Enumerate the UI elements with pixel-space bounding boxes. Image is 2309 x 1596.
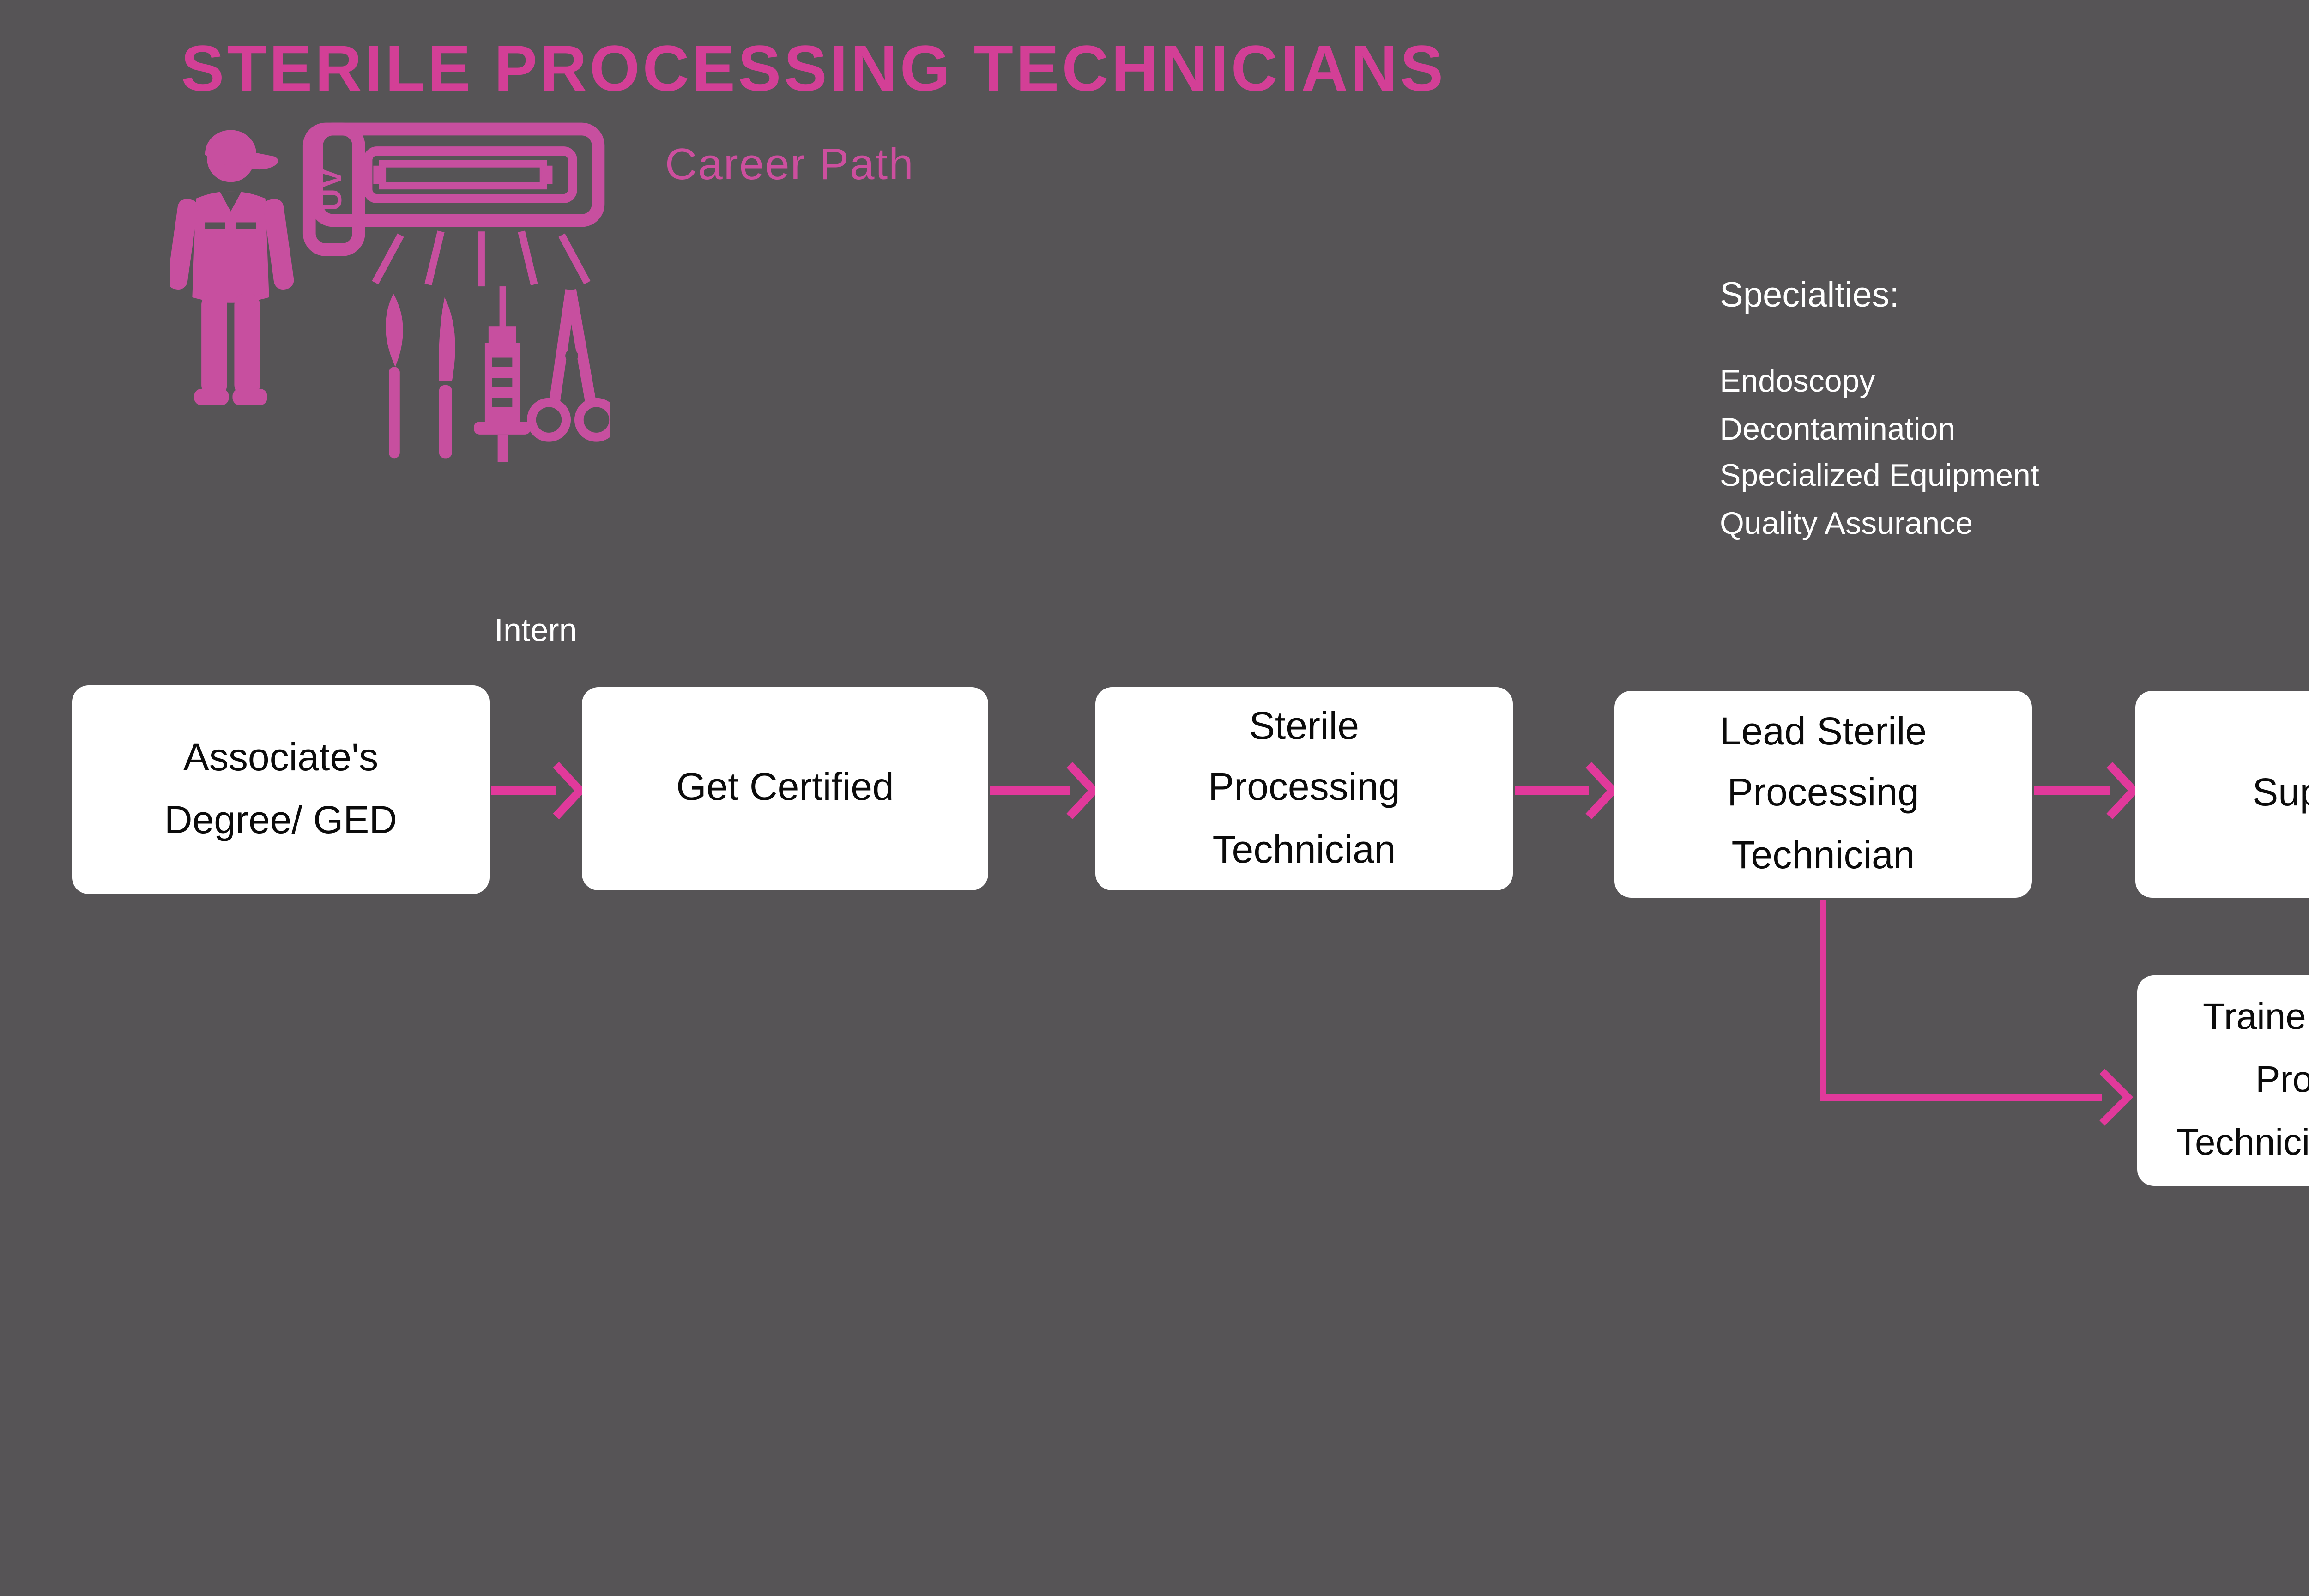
surgical-instruments-icon: [386, 286, 610, 462]
flow-step-associates-degree: Associate's Degree/ GED: [72, 685, 490, 894]
syringe-icon: [474, 286, 531, 462]
page-title: STERILE PROCESSING TECHNICIANS: [181, 33, 1446, 105]
sterile-processing-technician-icon: UV: [170, 122, 610, 462]
arrow-degree-to-certified: [491, 762, 586, 820]
person-clothing-details: [205, 191, 256, 229]
flow-step-get-certified: Get Certified: [582, 687, 988, 890]
list-item: Decontamination: [1720, 411, 1956, 446]
flow-step-supervisor: Supervisor: [2135, 691, 2309, 898]
list-item: Specialized Equipment: [1720, 458, 2039, 493]
arrow-lead-to-supervisor: [2034, 762, 2140, 820]
scalpel-icon: [386, 293, 403, 367]
flow-step-label: Trainers in Sterile Processing Technicia…: [2176, 998, 2309, 1164]
arrow-certified-to-technician: [990, 762, 1100, 820]
flow-step-label: Supervisor: [2252, 773, 2309, 815]
specialties-heading: Specialties:: [1720, 277, 1899, 316]
list-item: Endoscopy: [1720, 364, 1875, 399]
flow-step-trainers: Trainers in Sterile Processing Technicia…: [2137, 975, 2309, 1186]
flow-step-label: Associate's Degree/ GED: [164, 737, 398, 841]
arrow-lead-to-trainers: [1820, 900, 2134, 1126]
flow-step-sterile-processing-technician: Sterile Processing Technician: [1095, 687, 1513, 890]
cap-icon: [205, 130, 278, 170]
knife-icon: [439, 297, 455, 381]
arrow-technician-to-lead: [1515, 762, 1619, 820]
intern-label: Intern: [494, 611, 577, 648]
scissors-icon: [527, 289, 610, 442]
uv-label: UV: [314, 168, 348, 211]
flow-step-lead-sterile-processing-technician: Lead Sterile Processing Technician: [1614, 691, 2032, 898]
page-subtitle: Career Path: [665, 140, 914, 190]
list-item: Quality Assurance: [1720, 505, 1973, 540]
flow-step-label: Get Certified: [676, 767, 894, 810]
uv-sterilizer-icon: [302, 122, 605, 256]
technician-person-icon: [170, 130, 294, 405]
flow-step-label: Lead Sterile Processing Technician: [1719, 711, 1927, 877]
flow-step-label: Sterile Processing Technician: [1208, 705, 1400, 871]
uv-rays-icon: [372, 230, 591, 287]
